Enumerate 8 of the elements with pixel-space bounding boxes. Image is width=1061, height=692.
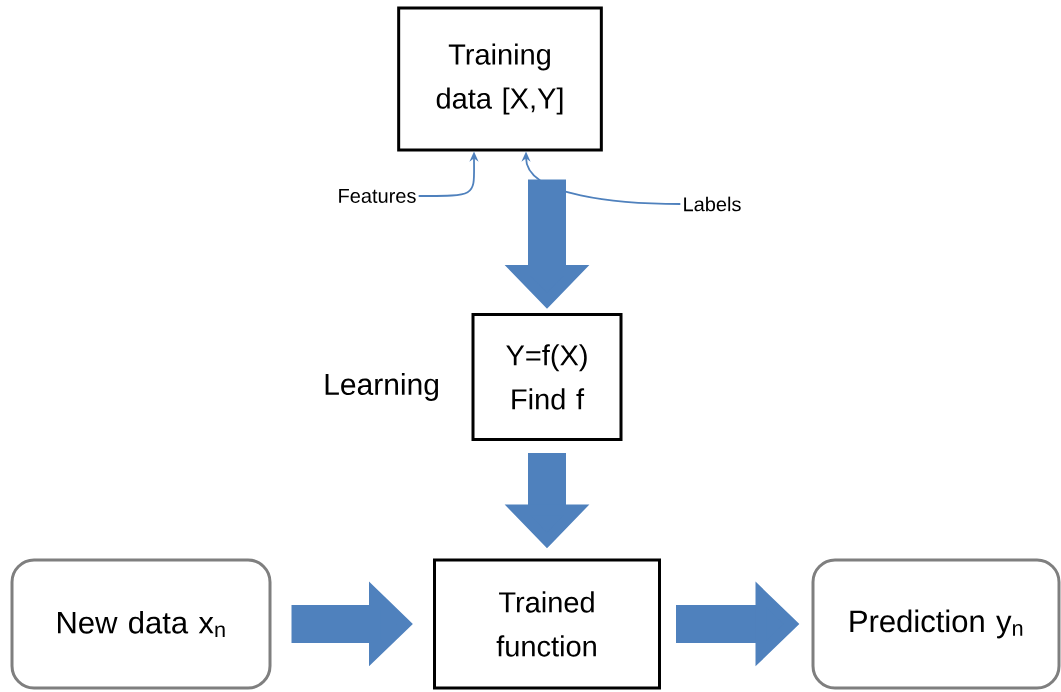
rounded-box: Prediction y$_{n}$ xyxy=(811,558,1061,690)
leader-label: Features xyxy=(339,189,416,203)
rounded-box: New data x$_{n}$ xyxy=(10,558,272,690)
process-box: Trained function xyxy=(433,558,661,690)
side-label: Learning xyxy=(325,373,438,401)
process-box: Training data [X,Y] xyxy=(397,6,603,152)
leader-label: Labels xyxy=(684,196,741,212)
process-box: Y=f(X) Find f xyxy=(471,313,623,441)
